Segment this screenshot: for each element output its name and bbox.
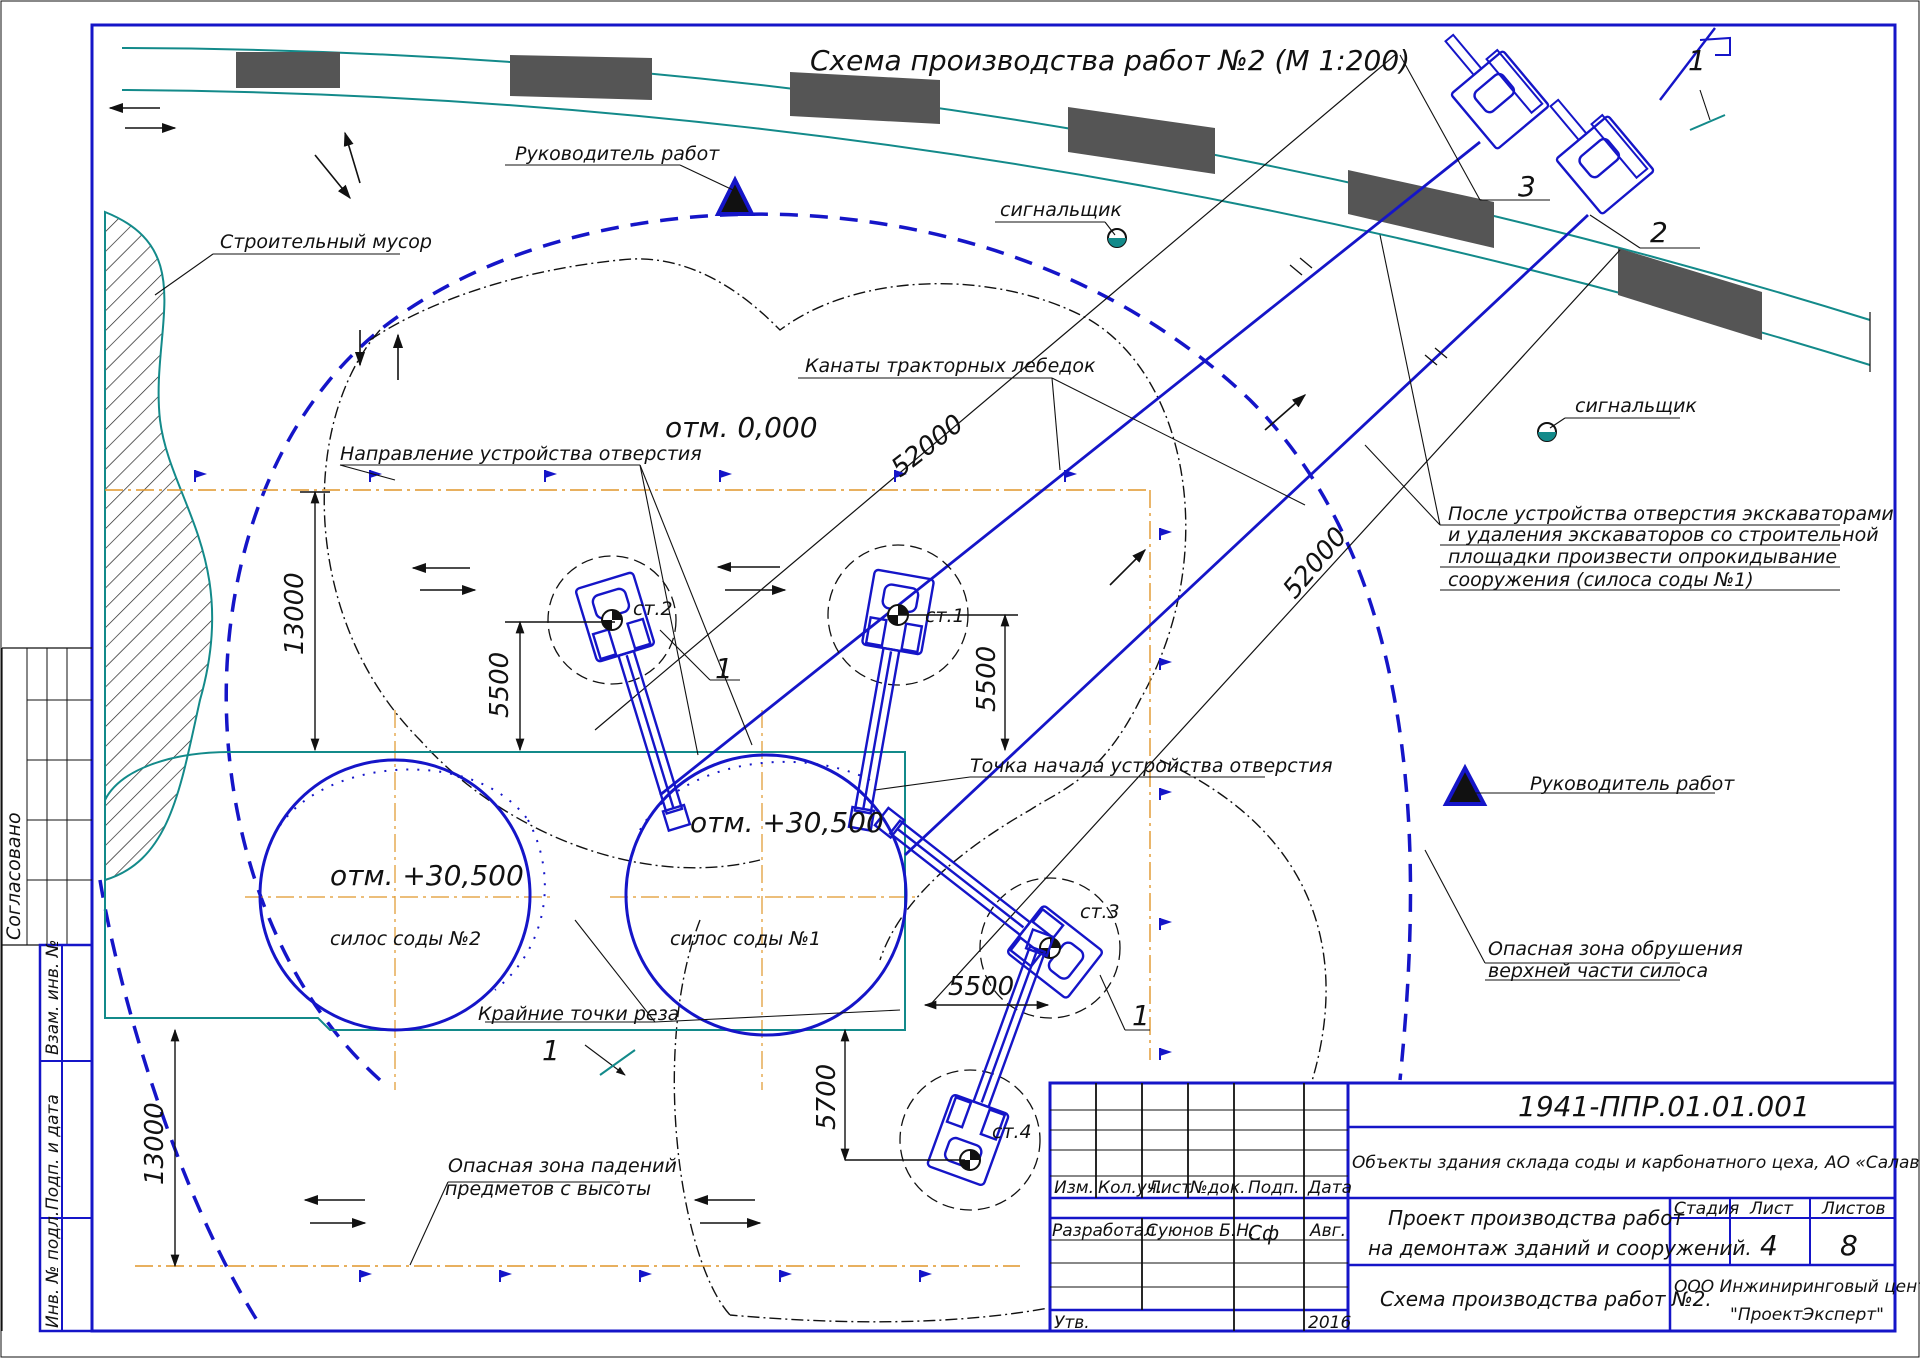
dimension-lines [170, 490, 1050, 1268]
tb-sheet: 4 [1760, 1229, 1778, 1262]
silo2-label: силос соды №2 [330, 928, 481, 950]
tb-sheet-header: Лист [1749, 1199, 1794, 1219]
signalman-icon [1107, 228, 1127, 248]
callout-3: 3 [1518, 170, 1536, 203]
anchor-icon [1699, 36, 1731, 56]
excavator-st2 [547, 555, 710, 838]
collapse-danger-zone [224, 212, 1413, 1082]
excavator-st1 [827, 544, 969, 836]
cut-points-label: Крайние точки реза [478, 1003, 679, 1025]
dim-5500-a: 5500 [485, 652, 515, 718]
building-plan [104, 489, 1151, 1267]
tb-col-list: Лист [1147, 1178, 1192, 1198]
site-manager-label-2: Руководитель работ [1530, 773, 1735, 795]
direction-arrows [108, 102, 1307, 1229]
tb-sheets-header: Листов [1821, 1199, 1886, 1219]
agreed-label: Согласовано [3, 812, 25, 940]
opening-direction-label: Направление устройства отверстия [340, 443, 702, 465]
falling-zone-label-1: Опасная зона падений [448, 1155, 677, 1177]
collapse-zone-label-2: верхней части силоса [1488, 960, 1708, 982]
silo1-label: силос соды №1 [670, 928, 821, 950]
level-silo2-label: отм. +30,500 [330, 859, 524, 892]
callout-1-b: 1 [1132, 999, 1150, 1032]
dim-5500-c: 5500 [948, 972, 1014, 1002]
silo-1 [624, 753, 908, 1037]
falling-zone-inner [323, 329, 761, 869]
after-note-line-3: площадки произвести опрокидывание [1448, 546, 1837, 568]
radius-dim-2: 52000 [1277, 522, 1353, 605]
start-point-label: Точка начала устройства отверстия [970, 755, 1333, 777]
stamp-field-sign: Подп. и дата [43, 1094, 63, 1210]
falling-zone-upper [369, 258, 1187, 961]
debris-label: Строительный мусор [220, 231, 432, 253]
level-silo1-label: отм. +30,500 [690, 806, 884, 839]
manager-triangle-icon [714, 175, 756, 216]
after-note-line-1: После устройства отверстия экскаваторами [1448, 503, 1894, 525]
after-note-line-4: сооружения (силоса соды №1) [1448, 569, 1754, 591]
site-manager-label: Руководитель работ [515, 143, 720, 165]
signalman-label: сигнальщик [1000, 199, 1122, 221]
tb-dev-date: Авг. [1309, 1221, 1346, 1241]
title-block [1048, 1081, 1897, 1333]
tb-role-appr: Утв. [1054, 1313, 1090, 1333]
stamp-field-replace: Взам. инв. № [43, 940, 63, 1055]
tb-role-dev: Разработал [1052, 1221, 1155, 1241]
leader-lines [154, 54, 1840, 1266]
winch-tractor-2 [1549, 98, 1655, 215]
debris-area [104, 210, 214, 882]
station-3-label: ст.3 [1080, 901, 1120, 923]
road [121, 47, 1871, 372]
dim-5500-b: 5500 [972, 646, 1002, 712]
tb-year: 2016 [1308, 1313, 1351, 1333]
tb-col-date: Дата [1307, 1178, 1352, 1198]
tb-col-izm: Изм. [1054, 1178, 1094, 1198]
left-stamp: Согласовано Взам. инв. № Подп. и дата Ин… [1, 647, 94, 1333]
after-note-line-2: и удаления экскаваторов со строительной [1448, 524, 1879, 546]
signalman-label-2: сигнальщик [1575, 395, 1697, 417]
tb-project-2: на демонтаж зданий и сооружений. [1368, 1236, 1752, 1260]
winch-ropes-label: Канаты тракторных лебедок [805, 355, 1096, 377]
tb-company-2: "ПроектЭксперт" [1730, 1305, 1884, 1325]
dim-13000-left: 13000 [140, 1102, 170, 1185]
tb-col-kol: Кол.уч. [1098, 1178, 1162, 1198]
tb-col-ndoc: №док. [1189, 1178, 1246, 1198]
stamp-field-inv: Инв. № подл. [43, 1211, 63, 1328]
tb-dev-name: Суюнов Б.Н. [1146, 1221, 1254, 1241]
tb-dev-sign: Сф [1248, 1221, 1279, 1245]
silo-2 [258, 758, 532, 1032]
dim-13000-top: 13000 [280, 572, 310, 655]
station-1-label: ст.1 [925, 605, 965, 627]
collapse-zone-west [98, 879, 262, 1326]
callout-2: 2 [1650, 216, 1668, 249]
tb-sheets: 8 [1840, 1229, 1858, 1262]
excavator-st4 [899, 921, 1073, 1211]
callout-1-a: 1 [715, 652, 733, 685]
callout-1-c: 1 [542, 1034, 560, 1067]
tb-sheet-name: Схема производства работ №2. [1380, 1287, 1712, 1311]
drawing-frame [90, 23, 1897, 1333]
tb-company-1: ООО Инжиниринговый центр [1674, 1277, 1920, 1297]
falling-zone-label-2: предметов с высоты [445, 1178, 651, 1200]
section-mark: 1 [1688, 44, 1706, 77]
station-2-label: ст.2 [633, 598, 673, 620]
tb-stage-header: Стадия [1674, 1199, 1739, 1219]
dim-5700: 5700 [812, 1064, 842, 1130]
tb-object: Объекты здания склада соды и карбонатног… [1352, 1153, 1920, 1173]
level-zero-label: отм. 0,000 [665, 411, 818, 444]
manager-triangle-icon [1442, 763, 1488, 806]
tb-project-1: Проект производства работ [1388, 1206, 1685, 1230]
winch-tractor-3 [1444, 33, 1550, 150]
collapse-zone-label-1: Опасная зона обрушения [1488, 938, 1743, 960]
tb-col-sign: Подп. [1248, 1178, 1299, 1198]
radius-dim-1: 52000 [886, 409, 970, 484]
station-4-label: ст.4 [992, 1121, 1032, 1143]
tb-doc-code: 1941-ППР.01.01.001 [1518, 1090, 1810, 1123]
diagram-title: Схема производства работ №2 (М 1:200) [810, 44, 1410, 77]
winch-ropes [594, 54, 1621, 1006]
